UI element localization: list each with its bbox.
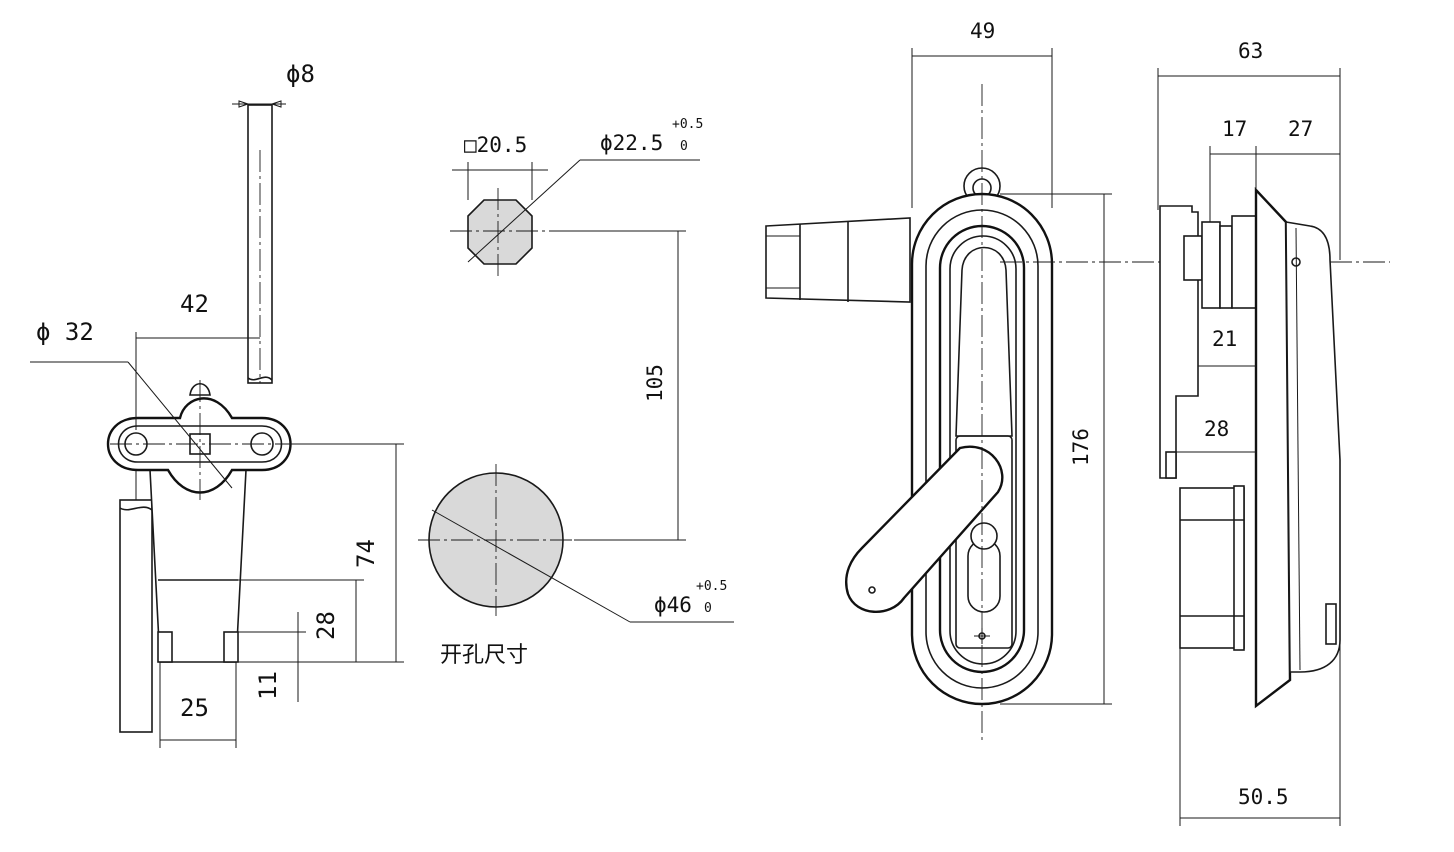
- label-depth-c: 21: [1212, 327, 1237, 351]
- handle-rod-upper: [247, 104, 273, 384]
- mounting-flange: [106, 382, 292, 494]
- dim-square: □20.5: [452, 133, 548, 200]
- label-foot-width: 25: [180, 694, 209, 722]
- label-large-tol-lower: 0: [704, 601, 712, 616]
- label-small-tol-lower: 0: [680, 139, 688, 154]
- dim-foot-width: 25: [159, 662, 237, 748]
- label-rod-diameter: ϕ8: [286, 60, 315, 88]
- label-front-width: 49: [970, 19, 995, 43]
- label-depth-a: 17: [1222, 117, 1247, 141]
- label-side-depth: 63: [1238, 39, 1263, 63]
- dim-side-depth-ab: 17 27: [1209, 117, 1340, 222]
- dim-side-depth-c: 21: [1198, 327, 1256, 367]
- dim-side-depth: 63: [1157, 39, 1341, 260]
- dim-hole-spacing: 42: [135, 290, 260, 430]
- label-small-diameter: ϕ22.5: [600, 131, 663, 155]
- dim-small-diameter: ϕ22.5 +0.5 0: [580, 117, 703, 161]
- front-view: 49 176: [765, 19, 1390, 740]
- label-small-tol-upper: +0.5: [672, 117, 703, 132]
- side-view: 63 17 27 21 28 50.5: [1157, 39, 1341, 826]
- label-hole-spacing: 42: [180, 290, 209, 318]
- label-hub-diameter: ϕ 32: [36, 318, 94, 346]
- housing-body: [149, 469, 247, 663]
- label-front-height: 176: [1069, 428, 1093, 466]
- label-foot-height: 11: [254, 671, 282, 700]
- dim-front-width: 49: [911, 19, 1053, 208]
- label-side-bottom: 50.5: [1238, 785, 1289, 809]
- dim-foot-height: 11: [238, 612, 306, 702]
- small-cutout-hole: [450, 159, 581, 276]
- label-overall-height: 74: [352, 539, 380, 568]
- label-lower-height: 28: [312, 611, 340, 640]
- label-depth-d: 28: [1204, 417, 1229, 441]
- dim-lower-height: 28: [238, 579, 364, 662]
- left-view: ϕ8 42 ϕ 32 74 28 1: [30, 60, 404, 748]
- dim-side-depth-d: 28: [1176, 417, 1256, 453]
- side-tab: [765, 217, 911, 303]
- dim-large-diameter: ϕ46 +0.5 0: [654, 579, 727, 617]
- large-cutout-hole: [418, 464, 734, 623]
- cutout-caption: 开孔尺寸: [440, 643, 528, 668]
- handle-rod-lower: [119, 470, 153, 733]
- label-square: □20.5: [464, 133, 527, 157]
- label-large-diameter: ϕ46: [654, 593, 692, 617]
- dim-rod-diameter: ϕ8: [232, 60, 315, 108]
- dim-front-height: 176: [1000, 193, 1112, 705]
- dim-side-bottom: 50.5: [1179, 640, 1341, 826]
- dim-overall-height: 74: [236, 443, 404, 663]
- dim-center-distance: 105: [550, 230, 686, 541]
- label-center-distance: 105: [643, 364, 667, 402]
- dim-hub-diameter: ϕ 32: [30, 318, 233, 489]
- cutout-view: □20.5 ϕ22.5 +0.5 0 105 ϕ46 +0.5 0 开孔尺寸: [418, 117, 734, 668]
- label-depth-b: 27: [1288, 117, 1313, 141]
- label-large-tol-upper: +0.5: [696, 579, 727, 594]
